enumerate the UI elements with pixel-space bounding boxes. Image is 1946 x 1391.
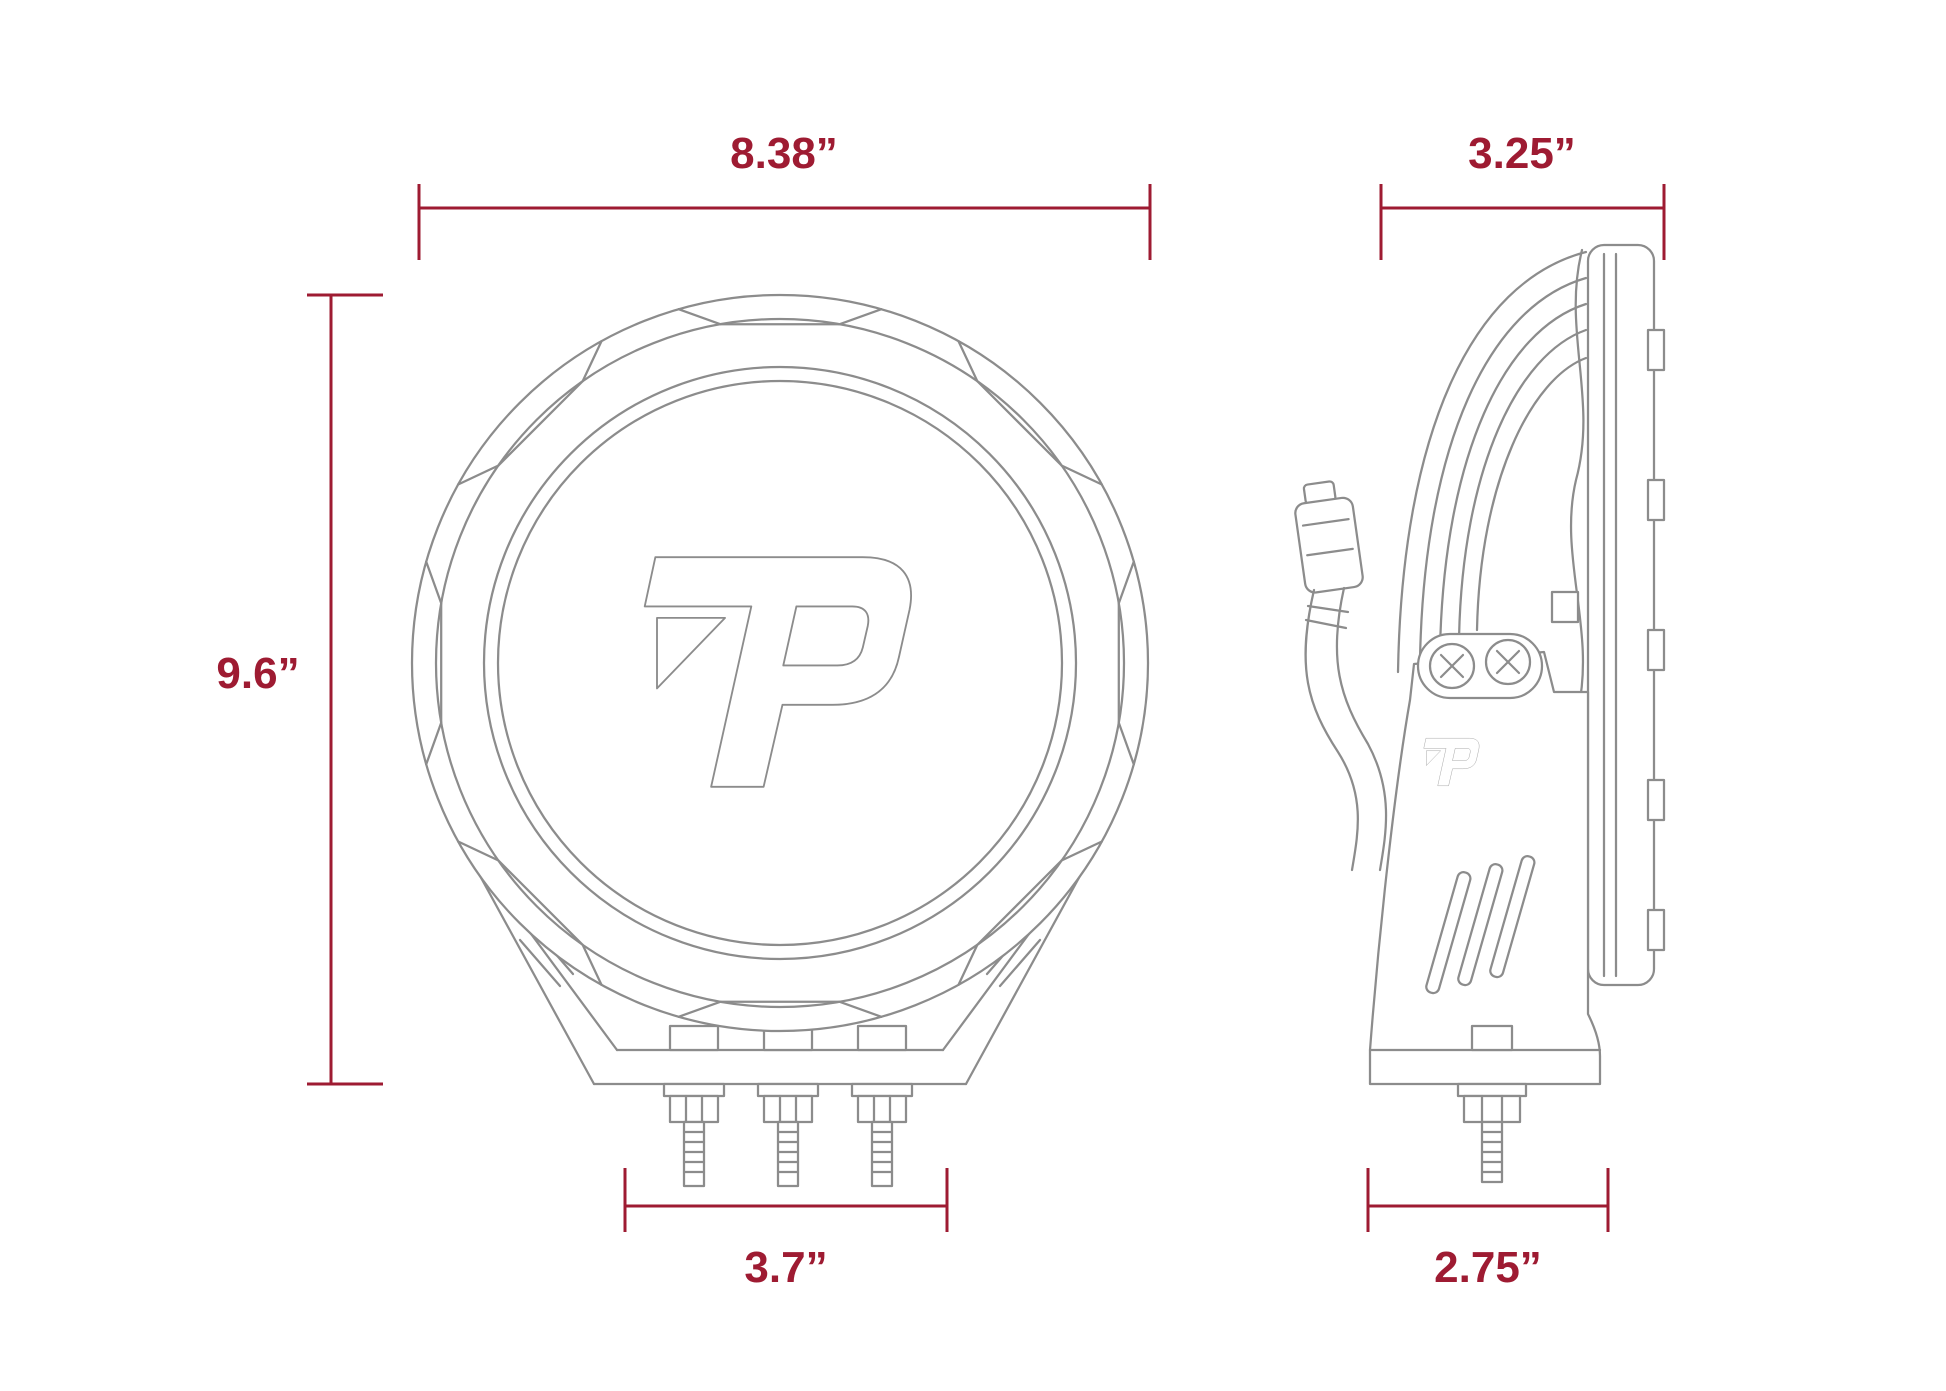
dim-side-depth: 3.25”	[1379, 129, 1666, 260]
lens-inner-circle	[496, 379, 1064, 947]
connector-and-cable	[1294, 480, 1388, 872]
lens-outer-circle	[482, 365, 1078, 961]
inner-bezel-circle	[434, 317, 1126, 1009]
cable-line	[1304, 588, 1359, 872]
lens-clip	[1646, 628, 1666, 672]
side-mounting-bolt	[1456, 1024, 1528, 1184]
dim-side-depth-label: 3.25”	[1468, 129, 1576, 178]
dim-bolt-spacing-label: 3.7”	[744, 1243, 827, 1292]
outer-bezel-circle	[410, 293, 1150, 1033]
bracket-vent-slot	[1425, 871, 1472, 995]
side-view	[1294, 243, 1666, 1184]
lens-clip	[1646, 478, 1666, 522]
bracket-notch	[518, 938, 562, 988]
front-lamp-body	[410, 293, 1150, 1033]
lens-clip	[1646, 778, 1666, 822]
side-bracket	[1368, 590, 1602, 1086]
bolt	[756, 1024, 820, 1188]
dim-front-width: 8.38”	[417, 129, 1152, 260]
bracket-vent-slot	[1489, 855, 1536, 979]
dim-front-height-label: 9.6”	[216, 649, 299, 698]
bolt	[850, 1024, 914, 1188]
bracket-vent-slot	[1457, 863, 1504, 987]
dim-front-height: 9.6”	[216, 293, 383, 1086]
adjust-screw	[1428, 642, 1476, 690]
lens-clip	[1646, 328, 1666, 372]
dim-side-base: 2.75”	[1366, 1168, 1610, 1292]
lens-clip	[1646, 908, 1666, 952]
connector-plug	[1294, 496, 1364, 594]
dim-side-base-label: 2.75”	[1434, 1243, 1542, 1292]
heatsink-fins	[1396, 250, 1588, 674]
bracket-notch	[998, 938, 1042, 988]
cable-line	[1335, 586, 1388, 872]
adjuster-block	[1550, 590, 1580, 624]
dim-front-width-label: 8.38”	[730, 129, 838, 178]
side-lens	[1586, 243, 1666, 987]
adjust-screw	[1484, 638, 1532, 686]
dim-bolt-spacing: 3.7”	[623, 1168, 949, 1292]
front-view	[410, 293, 1150, 1188]
bolt	[662, 1024, 726, 1188]
dimension-annotations: 8.38” 9.6” 3.7” 3.25” 2.75”	[216, 129, 1666, 1292]
mounting-bolts	[662, 1024, 914, 1188]
